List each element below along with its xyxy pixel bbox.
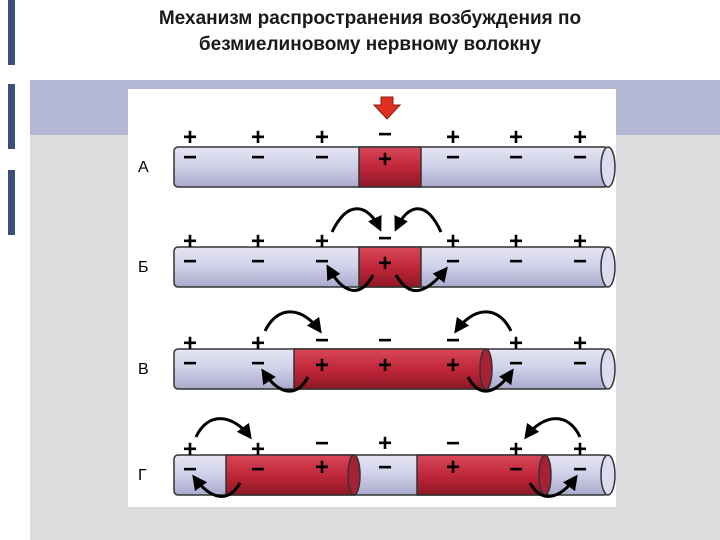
charge-a-top-3: + — [315, 124, 329, 151]
excited-zone-d-left-edge — [347, 454, 361, 496]
stimulus-arrow-icon — [372, 96, 402, 120]
charge-a-bottom-5: − — [446, 144, 460, 171]
current-arrow-icon — [263, 310, 322, 334]
row-d: Г + + − + − + + − − + − + − − — [138, 417, 616, 498]
charge-a-top-4: − — [378, 121, 392, 148]
charge-d-top-3: − — [315, 430, 329, 457]
charge-d-top-1: + — [183, 436, 197, 463]
row-label-c: В — [138, 361, 149, 378]
fiber-c-end — [600, 348, 616, 390]
charge-b-bottom-5: − — [446, 248, 460, 275]
charge-c-bottom-4: + — [378, 352, 392, 379]
charge-d-top-2: + — [251, 436, 265, 463]
charge-c-top-2: + — [251, 330, 265, 357]
side-accent-bar-2 — [8, 84, 15, 149]
charge-c-bottom-2: − — [251, 350, 265, 377]
current-arrow-icon — [528, 474, 578, 498]
charge-b-bottom-7: − — [573, 248, 587, 275]
charge-a-bottom-6: − — [509, 144, 523, 171]
charge-b-bottom-4: + — [378, 250, 392, 277]
charge-a-top-1: + — [183, 124, 197, 151]
charge-b-top-1: + — [183, 228, 197, 255]
charge-c-bottom-1: − — [183, 350, 197, 377]
row-label-b: Б — [138, 259, 149, 276]
charge-a-bottom-3: − — [315, 144, 329, 171]
excited-zone-d-right — [416, 454, 546, 496]
excited-zone-d-right-edge — [538, 454, 552, 496]
charge-b-top-6: + — [509, 228, 523, 255]
current-arrow-icon — [194, 417, 252, 440]
slide-title: Механизм распространения возбуждения по … — [60, 6, 680, 58]
charge-d-bottom-7: − — [573, 456, 587, 483]
nerve-fiber-diagram: А + + + − + + + − − − + − − − Б + — [128, 89, 616, 507]
charge-b-bottom-3: − — [315, 248, 329, 275]
current-arrow-icon — [524, 417, 582, 440]
charge-a-top-6: + — [509, 124, 523, 151]
charge-d-top-5: − — [446, 430, 460, 457]
charge-c-bottom-7: − — [573, 350, 587, 377]
charge-a-top-2: + — [251, 124, 265, 151]
side-accent-bar-3 — [8, 170, 15, 235]
current-arrow-icon — [454, 310, 513, 334]
charge-c-top-6: + — [509, 330, 523, 357]
side-accent-bar-1 — [8, 0, 15, 65]
charge-b-top-5: + — [446, 228, 460, 255]
charge-d-top-7: + — [573, 436, 587, 463]
current-arrow-icon — [394, 207, 443, 233]
charge-a-bottom-4: + — [378, 146, 392, 173]
charge-d-top-4: + — [378, 430, 392, 457]
charge-c-top-1: + — [183, 330, 197, 357]
row-c: В + + − − − + + − − + + + − − — [138, 310, 616, 393]
current-arrow-icon — [192, 474, 242, 498]
charge-b-top-2: + — [251, 228, 265, 255]
row-a: А + + + − + + + − − − + − − − — [138, 96, 616, 188]
charge-a-bottom-1: − — [183, 144, 197, 171]
charge-d-bottom-2: − — [251, 456, 265, 483]
current-arrow-icon — [326, 264, 375, 292]
title-line-1: Механизм распространения возбуждения по — [158, 8, 582, 29]
charge-c-top-5: − — [446, 327, 460, 354]
charge-c-top-4: − — [378, 327, 392, 354]
fiber-d-end — [600, 454, 616, 496]
charge-a-bottom-2: − — [251, 144, 265, 171]
charge-d-bottom-3: + — [315, 454, 329, 481]
charge-d-top-6: + — [509, 436, 523, 463]
charge-d-bottom-4: − — [378, 454, 392, 481]
charge-b-top-4: − — [378, 225, 392, 252]
charge-d-bottom-1: − — [183, 456, 197, 483]
charge-c-top-3: − — [315, 327, 329, 354]
charge-a-top-5: + — [446, 124, 460, 151]
current-arrow-icon — [394, 266, 448, 293]
charge-a-bottom-7: − — [573, 144, 587, 171]
slide-title-area — [30, 0, 720, 80]
current-arrow-icon — [261, 368, 310, 393]
diagram-canvas: А + + + − + + + − − − + − − − Б + — [138, 96, 616, 498]
charge-b-bottom-6: − — [509, 248, 523, 275]
row-label-d: Г — [138, 467, 147, 484]
charge-c-bottom-5: + — [446, 352, 460, 379]
charge-b-bottom-2: − — [251, 248, 265, 275]
excited-zone-a — [358, 146, 422, 188]
fiber-a-end — [600, 146, 616, 188]
charge-d-bottom-5: + — [446, 454, 460, 481]
charge-b-bottom-1: − — [183, 248, 197, 275]
current-arrow-icon — [330, 207, 382, 233]
fiber-b-end — [600, 246, 616, 288]
row-b: Б + + + − + + + − − − + − − − — [138, 207, 616, 293]
row-label-a: А — [138, 159, 149, 176]
title-line-2: безмиелиновому нервному волокну — [198, 34, 542, 55]
charge-d-bottom-6: − — [509, 456, 523, 483]
charge-b-top-7: + — [573, 228, 587, 255]
excited-zone-d-left — [225, 454, 355, 496]
current-arrow-icon — [466, 368, 514, 393]
charge-c-bottom-3: + — [315, 352, 329, 379]
charge-c-top-7: + — [573, 330, 587, 357]
charge-b-top-3: + — [315, 228, 329, 255]
charge-a-top-7: + — [573, 124, 587, 151]
charge-c-bottom-6: − — [509, 350, 523, 377]
excited-zone-c-edge — [479, 348, 493, 390]
